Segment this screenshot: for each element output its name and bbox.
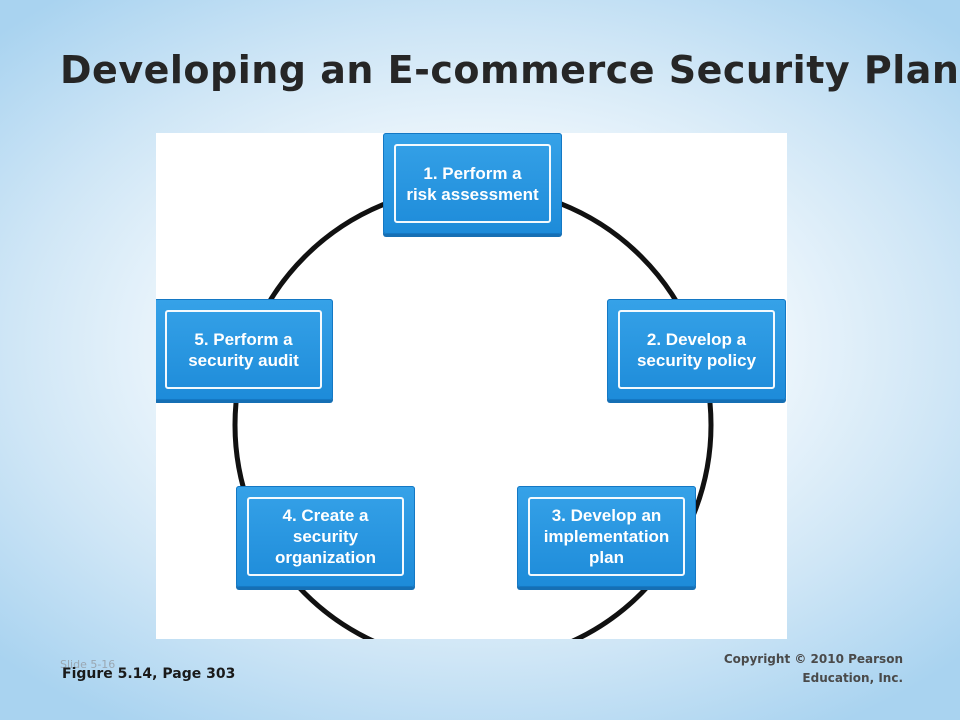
copyright-notice: Copyright © 2010 Pearson Education, Inc. — [723, 652, 903, 685]
step-3-box: 3. Develop an implementation plan — [517, 486, 696, 587]
step-4-box: 4. Create a security organization — [236, 486, 415, 587]
slide-number: Slide 5-16 — [60, 658, 116, 671]
step-4-label: 4. Create a security organization — [274, 506, 377, 567]
step-3-label: 3. Develop an implementation plan — [543, 506, 670, 567]
figure-caption: Figure 5.14, Page 303 — [62, 666, 236, 682]
step-5-label: 5. Perform a security audit — [188, 329, 299, 370]
step-2-label: 2. Develop a security policy — [636, 329, 757, 370]
diagram-panel: 1. Perform a risk assessment 2. Develop … — [156, 133, 787, 639]
slide-title: Developing an E-commerce Security Plan — [60, 48, 960, 92]
step-5-box: 5. Perform a security audit — [156, 299, 333, 400]
step-1-box: 1. Perform a risk assessment — [383, 133, 562, 234]
step-1-label: 1. Perform a risk assessment — [406, 163, 539, 204]
step-2-box: 2. Develop a security policy — [607, 299, 786, 400]
